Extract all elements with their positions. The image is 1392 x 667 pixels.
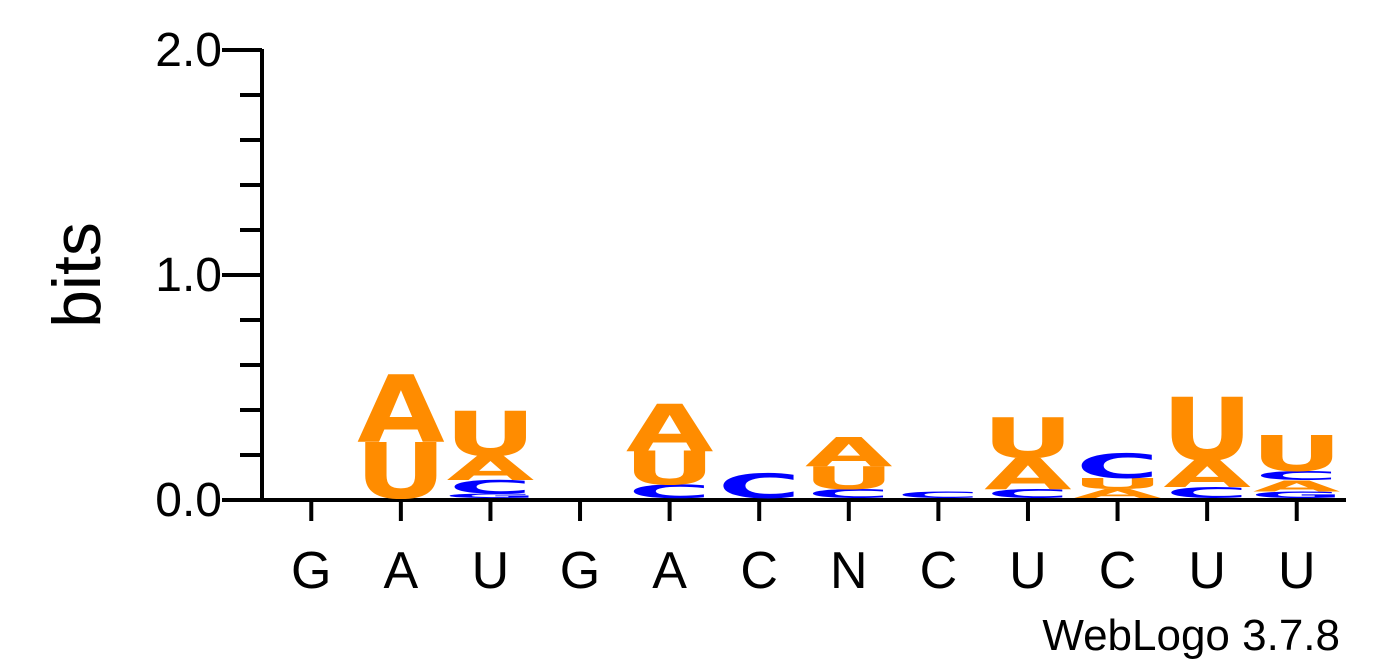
logo-letter: A bbox=[805, 430, 893, 477]
logo-letter: A bbox=[1163, 452, 1251, 495]
x-tick-label: G bbox=[560, 542, 600, 600]
logo-letter: U bbox=[803, 460, 895, 496]
logo-letter: C bbox=[807, 487, 890, 501]
logo-stack: CAU bbox=[982, 406, 1074, 500]
x-tick-label: C bbox=[1099, 542, 1137, 600]
x-tick-label: U bbox=[1188, 542, 1226, 600]
logo-stack: AUC bbox=[1072, 446, 1164, 501]
logo-stack: CAU bbox=[1161, 380, 1253, 502]
logo-letter: A bbox=[1253, 477, 1341, 495]
logo-letter: C bbox=[1255, 469, 1338, 483]
x-tick-label: U bbox=[472, 542, 510, 600]
logo-letter: U bbox=[445, 398, 537, 470]
logo-letter: U bbox=[1072, 475, 1164, 493]
logo-letter: C bbox=[1166, 484, 1249, 502]
weblogo-credit: WebLogo 3.7.8 bbox=[1042, 611, 1340, 660]
logo-stack: UA bbox=[355, 357, 447, 517]
logo-letter: A bbox=[357, 357, 445, 464]
x-tick-label: A bbox=[652, 542, 687, 600]
x-tick-label: U bbox=[1009, 542, 1047, 600]
y-minor-ticks bbox=[222, 48, 262, 502]
logo-letter: A bbox=[626, 390, 714, 466]
logo-letter: U bbox=[624, 442, 716, 495]
logo-letter: A bbox=[1074, 487, 1162, 501]
x-ticks bbox=[309, 500, 1299, 521]
y-axis-label: bits bbox=[39, 222, 115, 328]
x-tick-label: N bbox=[830, 542, 868, 600]
logo-letter: A bbox=[447, 448, 535, 488]
logo-letter: C bbox=[986, 487, 1069, 501]
logo-letter: U bbox=[1251, 425, 1343, 483]
x-tick-label: A bbox=[384, 542, 419, 600]
logo-letter: C bbox=[628, 481, 711, 502]
logo-letter: G bbox=[1250, 489, 1343, 500]
logo-stack: C bbox=[718, 466, 801, 506]
logo-letter: G bbox=[444, 492, 537, 499]
logo-letter: A bbox=[984, 450, 1072, 500]
logo-letter: C bbox=[897, 489, 980, 500]
logo-letter: U bbox=[355, 426, 447, 516]
logo-letter: U bbox=[982, 406, 1074, 471]
x-tick-label: C bbox=[920, 542, 958, 600]
y-tick-label: 1.0 bbox=[155, 249, 222, 302]
logo-letter: C bbox=[718, 466, 801, 506]
y-axis: 0.0 1.0 2.0 bits bbox=[39, 24, 264, 527]
y-tick-label: 2.0 bbox=[155, 24, 222, 77]
logo-letter: C bbox=[449, 477, 532, 498]
logo-letter: C bbox=[1076, 446, 1159, 486]
x-tick-label: C bbox=[740, 542, 778, 600]
x-tick-label: G bbox=[291, 542, 331, 600]
logo-stack: CUA bbox=[624, 390, 716, 502]
x-tick-label: U bbox=[1278, 542, 1316, 600]
logo-stack: CUA bbox=[803, 430, 895, 501]
y-tick-label: 0.0 bbox=[155, 474, 222, 527]
logo-letter: U bbox=[1161, 380, 1253, 480]
logo-stack: C bbox=[897, 489, 980, 500]
